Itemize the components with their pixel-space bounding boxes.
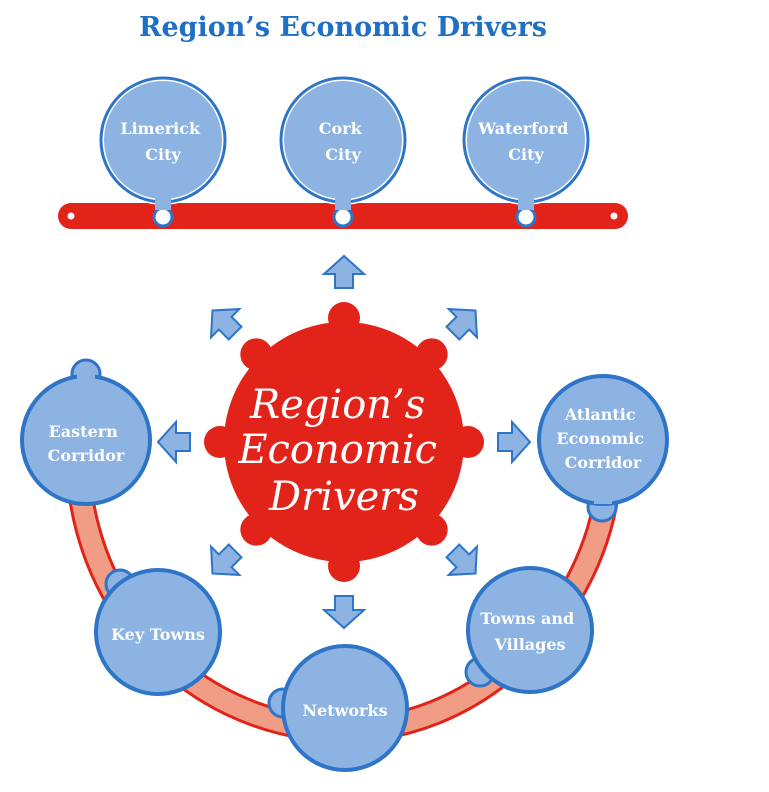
driver-label-key-towns: Key Towns [111,625,205,644]
arrow-icon [497,419,532,465]
driver-node-networks: Networks [267,644,409,772]
city-node-waterford: Waterford City [461,75,591,228]
driver-node-eastern-corridor: Eastern Corridor [20,358,152,506]
arrow-icon [445,307,479,341]
driver-node-key-towns: Key Towns [94,568,222,696]
diagram-title: Region’s Economic Drivers [139,12,547,43]
hub-label: Region’s Economic Drivers [237,382,449,520]
driver-label-atlantic-economic-corridor: Atlantic Economic Corridor [556,405,649,472]
arrow-icon [209,543,243,577]
rail-end-dot-left [67,212,75,220]
arrow-icon [209,307,243,341]
arrow-icon [445,543,479,577]
arrow-icon [156,419,191,465]
city-label-cork: Cork City [319,119,368,164]
arrow-icon [321,595,367,630]
city-node-limerick: Limerick City [98,75,228,228]
driver-label-towns-and-villages: Towns and Villages [480,609,580,654]
city-label-limerick: Limerick City [120,119,205,164]
hub-gear: Region’s Economic Drivers [204,302,484,582]
driver-node-atlantic-economic-corridor: Atlantic Economic Corridor [537,374,669,523]
driver-node-towns-and-villages: Towns and Villages [464,566,594,694]
driver-label-networks: Networks [302,701,387,720]
rail-end-dot-right [610,212,618,220]
city-node-cork: Cork City [278,75,408,228]
hub-arrows [156,254,532,630]
driver-label-eastern-corridor: Eastern Corridor [48,422,125,465]
city-label-waterford: Waterford City [477,119,574,164]
arrow-icon [321,254,367,289]
